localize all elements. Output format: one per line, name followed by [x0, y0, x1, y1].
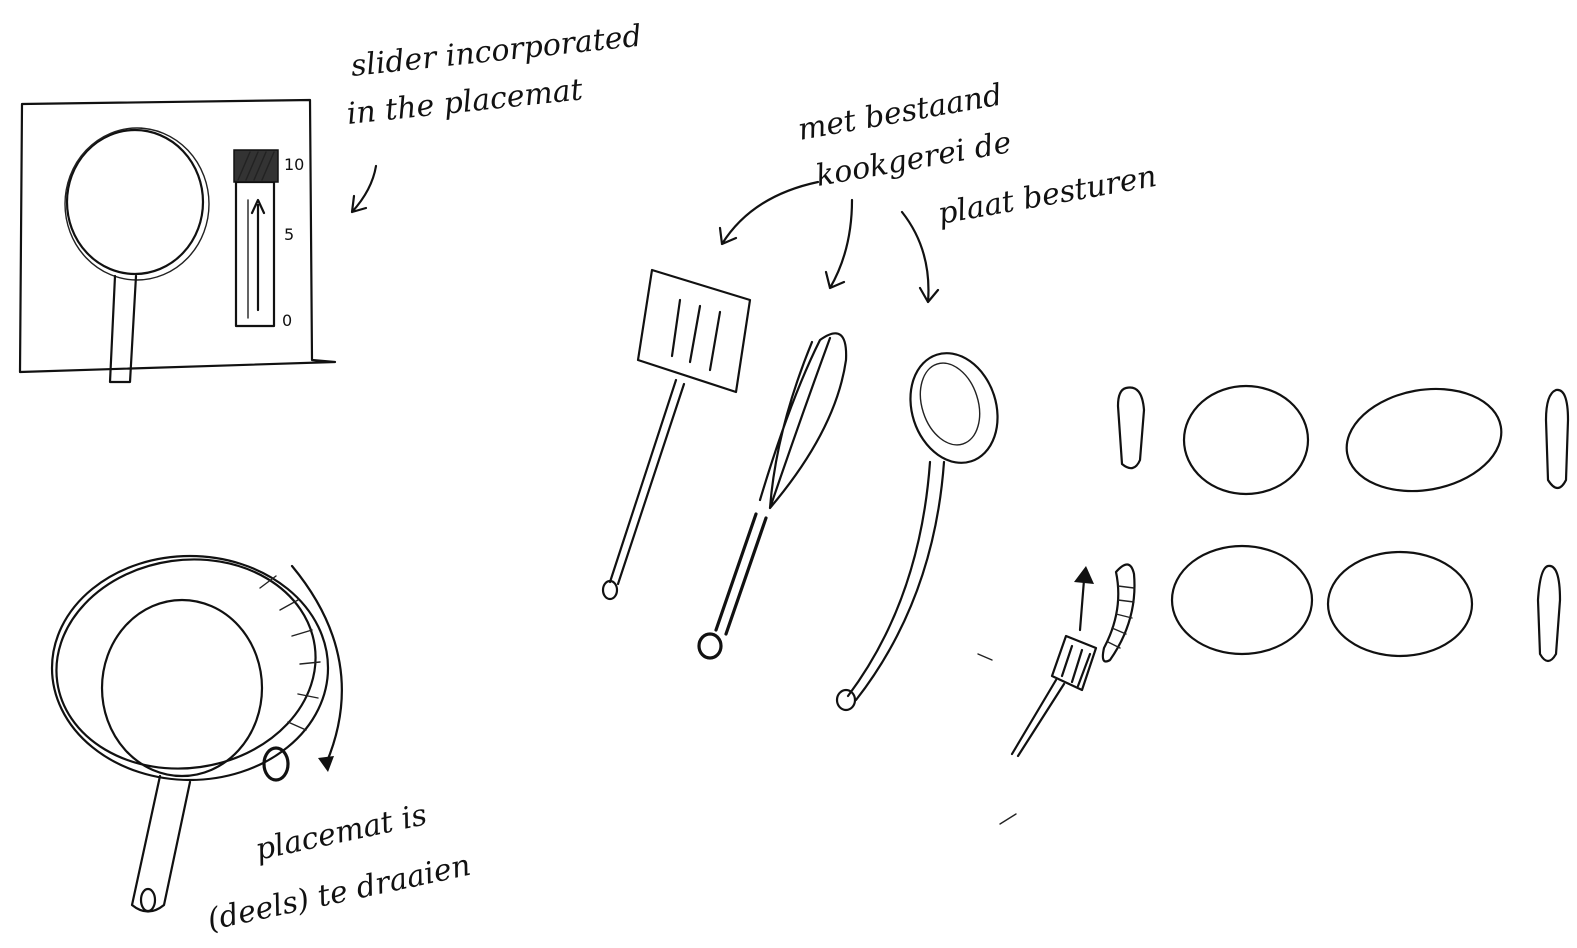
slider-note: slider incorporated in the placemat [345, 19, 643, 212]
stray-mark-1 [978, 654, 992, 660]
spoon-bowl [897, 342, 1011, 474]
shape-pill-bottom-right [1538, 566, 1560, 661]
pan-handle-2 [132, 776, 190, 912]
spatula-handle-hole [603, 581, 617, 599]
whisk-handle-hole [699, 634, 721, 658]
slider-fill [234, 150, 278, 182]
rotation-arc-arrow [292, 566, 342, 764]
rotate-note-line2: (deels) te draaien [204, 848, 473, 938]
slider-label-mid: 5 [284, 225, 294, 244]
shape-pill-top-right [1546, 390, 1568, 488]
placemat-ring-segments [260, 576, 320, 730]
pan-in-placemat [102, 600, 262, 776]
pan-body [67, 130, 203, 274]
placemat-slider-sketch: 10 5 0 [20, 100, 335, 382]
spoon-handle [848, 462, 944, 700]
rotation-arrowhead [318, 756, 334, 772]
spatula-slots [672, 300, 720, 370]
spatula-drawing [603, 270, 750, 599]
slider-label-top: 10 [284, 155, 304, 174]
rotation-knob [264, 748, 288, 780]
whisk-drawing [699, 333, 846, 658]
placemat-ring-outer [52, 556, 328, 780]
small-spatula-head [1052, 636, 1096, 690]
slider-note-arrow [352, 166, 376, 212]
small-spatula-handle [1012, 680, 1064, 756]
slider-note-line1: slider incorporated [349, 19, 643, 84]
slider-label-bottom: 0 [282, 311, 292, 330]
curved-slider-marks [1108, 586, 1134, 648]
arrow-to-spatula [720, 182, 818, 244]
pan-handle [110, 276, 136, 382]
stray-mark-2 [1000, 814, 1016, 824]
shape-oval-bottom-2 [1328, 552, 1472, 656]
arrow-to-spoon [902, 212, 938, 302]
utensil-note-line3: plaat besturen [935, 159, 1159, 232]
slider-track [236, 182, 274, 326]
utensil-note: met bestaand kookgerei de plaat besturen [720, 78, 1159, 302]
spatula-head [638, 270, 750, 392]
arrow-to-whisk [826, 200, 852, 288]
pan-handle-hole [141, 889, 155, 911]
small-spatula-slider [1012, 564, 1135, 756]
slider-note-line2: in the placemat [345, 72, 585, 132]
shape-oval-top-1 [1184, 386, 1308, 494]
shape-pill-top-left [1118, 387, 1144, 468]
rotate-note: placemat is (deels) te draaien [204, 797, 473, 937]
spoon-handle-end [837, 690, 855, 710]
slider-indicator-arrow [252, 200, 264, 310]
whisk-handle [716, 514, 766, 634]
up-arrow [1080, 580, 1084, 630]
spoon-drawing [837, 342, 1011, 710]
up-arrowhead [1074, 566, 1094, 584]
whisk-wires [760, 333, 846, 508]
shape-oval-top-2 [1339, 377, 1510, 503]
shape-oval-bottom-1 [1172, 546, 1312, 654]
rotate-note-line1: placemat is [252, 797, 430, 867]
spatula-handle [610, 380, 684, 584]
indicator-shapes [1118, 377, 1568, 661]
